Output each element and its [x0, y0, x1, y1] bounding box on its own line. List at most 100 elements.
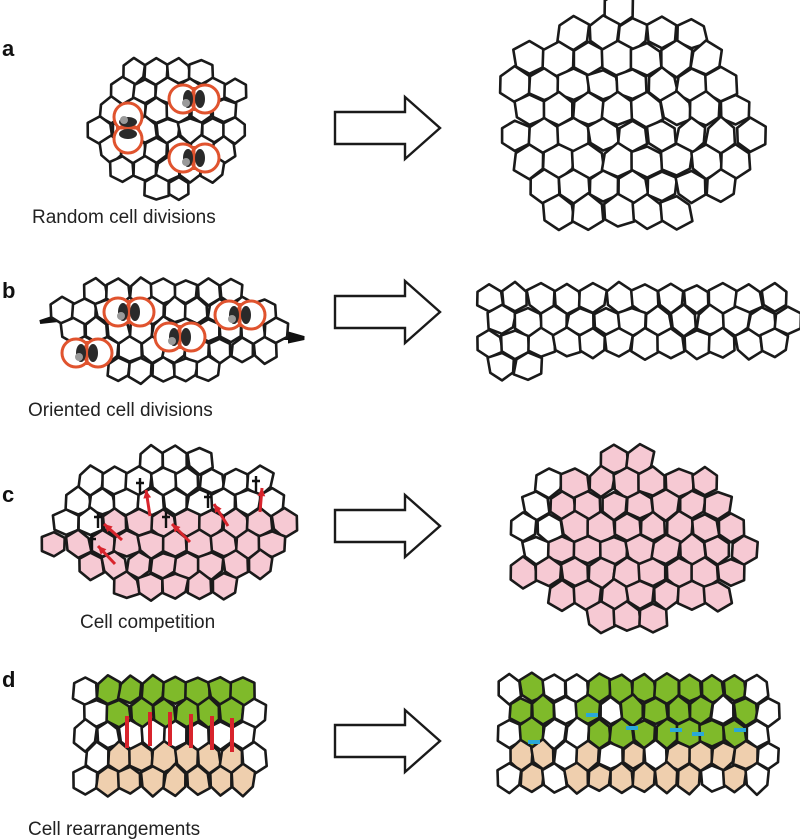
dagger-icon — [88, 534, 96, 550]
cell — [209, 764, 233, 797]
cell — [94, 765, 122, 798]
cell — [683, 328, 713, 361]
competition-arrowhead — [214, 504, 222, 513]
cell — [744, 761, 771, 797]
overlays — [60, 83, 746, 752]
cell — [760, 281, 788, 313]
cell — [185, 764, 212, 797]
cell — [173, 357, 200, 383]
cell — [656, 327, 686, 360]
cell — [629, 41, 663, 77]
dagger-icon — [94, 512, 102, 528]
tissue-arrow-icon-a — [333, 94, 442, 162]
caption-c: Cell competition — [80, 612, 215, 633]
dagger-icon — [136, 478, 144, 494]
panel-letter-d: d — [2, 667, 15, 692]
cell — [691, 465, 719, 497]
cell — [252, 335, 278, 366]
cell — [676, 762, 702, 796]
cell — [541, 193, 576, 232]
competition-arrowhead — [98, 546, 107, 555]
cell — [211, 571, 239, 601]
mitotic-spindle-icon — [167, 83, 221, 115]
cell — [659, 194, 694, 231]
cell — [707, 326, 736, 359]
mitotic-spindle-icon — [153, 321, 207, 353]
competition-arrowhead — [172, 524, 181, 533]
tissue-arrow-icon-b — [333, 278, 442, 346]
cell — [603, 326, 635, 358]
cell — [722, 673, 748, 703]
competition-arrowhead — [143, 490, 152, 499]
cell — [512, 351, 544, 382]
cell — [496, 761, 523, 795]
mitotic-spindle-icon — [167, 142, 221, 174]
caption-a: Random cell divisions — [32, 207, 216, 228]
cell — [717, 512, 746, 544]
cell — [222, 116, 247, 145]
tissue-d-before — [71, 673, 269, 798]
panel-letter-b: b — [2, 278, 15, 303]
cell — [519, 762, 546, 794]
cell — [108, 155, 135, 184]
cell — [733, 327, 764, 361]
tissue-b-after — [475, 280, 800, 382]
cell — [719, 93, 751, 126]
cell — [127, 356, 153, 386]
cell — [570, 191, 605, 232]
cell — [223, 77, 248, 104]
cell — [653, 760, 679, 795]
mitotic-spindle-icon — [102, 296, 156, 328]
caption-b: Oriented cell divisions — [28, 400, 213, 421]
cell — [702, 580, 734, 613]
cell — [139, 764, 166, 798]
cell — [40, 530, 66, 558]
cell — [642, 696, 670, 726]
mitotic-spindle-icon — [213, 299, 267, 331]
cell — [143, 173, 170, 201]
cell — [195, 354, 221, 383]
cell — [676, 579, 708, 612]
cell — [586, 116, 621, 152]
cell — [609, 761, 635, 795]
cell — [486, 351, 516, 382]
cell — [773, 305, 800, 336]
cell — [721, 763, 748, 794]
competition-arrowhead — [257, 488, 266, 497]
cell — [716, 557, 746, 588]
cell — [72, 764, 99, 796]
cell — [585, 599, 617, 635]
cell — [186, 569, 213, 601]
dagger-icon — [204, 492, 212, 508]
cell — [162, 762, 187, 798]
cell — [136, 572, 164, 603]
cell — [486, 303, 518, 336]
cell — [638, 602, 669, 634]
cell — [650, 487, 681, 523]
tissue-d-after — [496, 671, 781, 797]
cell — [161, 572, 190, 600]
cell — [674, 169, 707, 205]
caption-d: Cell rearrangements — [28, 819, 200, 839]
panel-letter-a: a — [2, 36, 15, 61]
competition-arrowhead — [104, 524, 113, 533]
cell — [659, 38, 694, 79]
cell — [186, 446, 214, 476]
cell — [732, 696, 759, 728]
tissue-a-before — [86, 56, 248, 202]
dagger-icon — [162, 512, 170, 528]
cell — [247, 548, 274, 581]
tissue-c-after — [509, 442, 760, 635]
tissue-arrow-icon-d — [333, 707, 442, 775]
tissue-c-before — [40, 443, 299, 603]
cell — [688, 89, 721, 127]
cell — [116, 674, 143, 705]
mitotic-spindle-icon — [112, 101, 144, 155]
cell — [735, 116, 768, 154]
cell — [587, 763, 613, 793]
cell — [116, 765, 142, 795]
cell — [659, 142, 694, 177]
cell — [699, 764, 726, 793]
cell — [677, 673, 703, 703]
